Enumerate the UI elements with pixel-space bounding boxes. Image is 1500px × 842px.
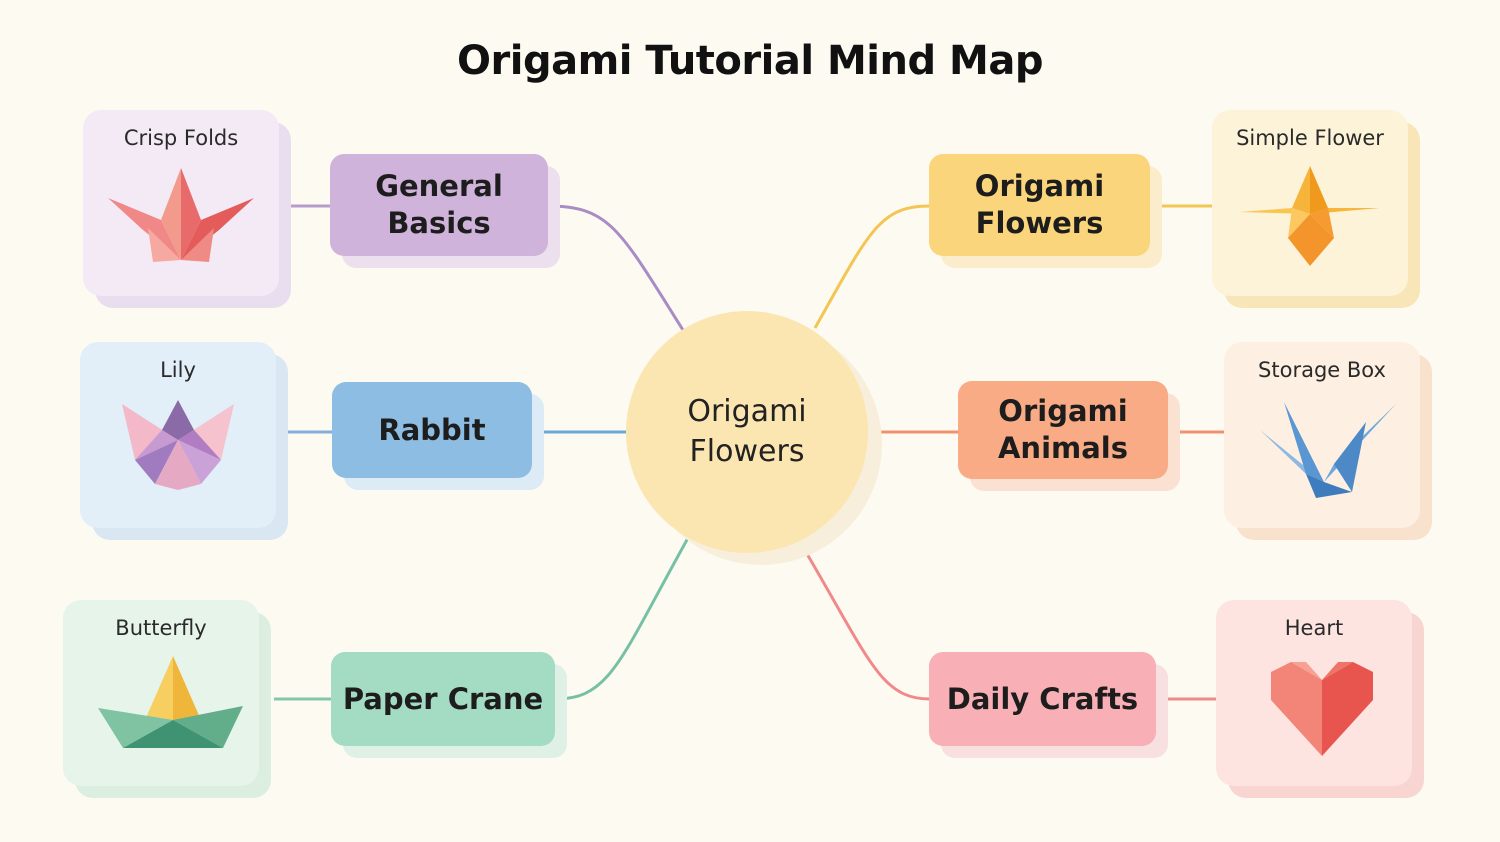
topic-label: Daily Crafts [946, 681, 1139, 716]
card-label: Simple Flower [1236, 126, 1384, 150]
diagram-title: Origami Tutorial Mind Map [457, 38, 1043, 84]
center-line-1: Origami [687, 394, 807, 429]
topic-label: Animals [997, 431, 1129, 465]
card-heart[interactable]: Heart [1216, 600, 1412, 786]
origami-boat-icon [98, 656, 243, 748]
link-paper-crane [555, 537, 690, 701]
topic-general-basics[interactable]: General Basics [330, 154, 548, 256]
card-label: Crisp Folds [123, 126, 239, 150]
topic-label: Origami [998, 394, 1128, 428]
origami-heart-icon [1271, 662, 1373, 756]
card-label: Butterfly [115, 616, 207, 640]
origami-lily-icon [122, 400, 234, 490]
link-daily-crafts [798, 541, 931, 701]
card-simple-flower[interactable]: Simple Flower [1212, 110, 1408, 296]
topic-label: Paper Crane [342, 681, 544, 716]
topic-origami-flowers[interactable]: Origami Flowers [929, 154, 1150, 256]
topic-rabbit[interactable]: Rabbit [332, 382, 532, 478]
link-origami-flowers [813, 204, 931, 329]
origami-crown-icon [108, 168, 254, 262]
topic-label: General [375, 169, 503, 203]
origami-star-flower-icon [1240, 166, 1380, 266]
card-storage-box[interactable]: Storage Box [1224, 342, 1420, 528]
topic-label: Rabbit [378, 412, 486, 447]
card-butterfly[interactable]: Butterfly [63, 600, 259, 786]
card-label: Storage Box [1258, 358, 1386, 382]
center-node[interactable]: Origami Flowers [626, 311, 868, 553]
topic-label: Flowers [975, 206, 1104, 240]
link-general-basics [547, 204, 685, 331]
card-crisp-folds[interactable]: Crisp Folds [83, 110, 279, 296]
origami-crane-icon [1260, 402, 1396, 498]
topic-paper-crane[interactable]: Paper Crane [331, 652, 555, 746]
topic-label: Origami [974, 169, 1105, 203]
center-line-2: Flowers [689, 434, 805, 469]
card-label: Heart [1284, 616, 1344, 640]
topic-label: Basics [387, 206, 491, 240]
card-label: Lily [160, 358, 196, 382]
topic-origami-animals[interactable]: Origami Animals [958, 381, 1168, 479]
card-lily[interactable]: Lily [80, 342, 276, 528]
topic-daily-crafts[interactable]: Daily Crafts [929, 652, 1156, 746]
